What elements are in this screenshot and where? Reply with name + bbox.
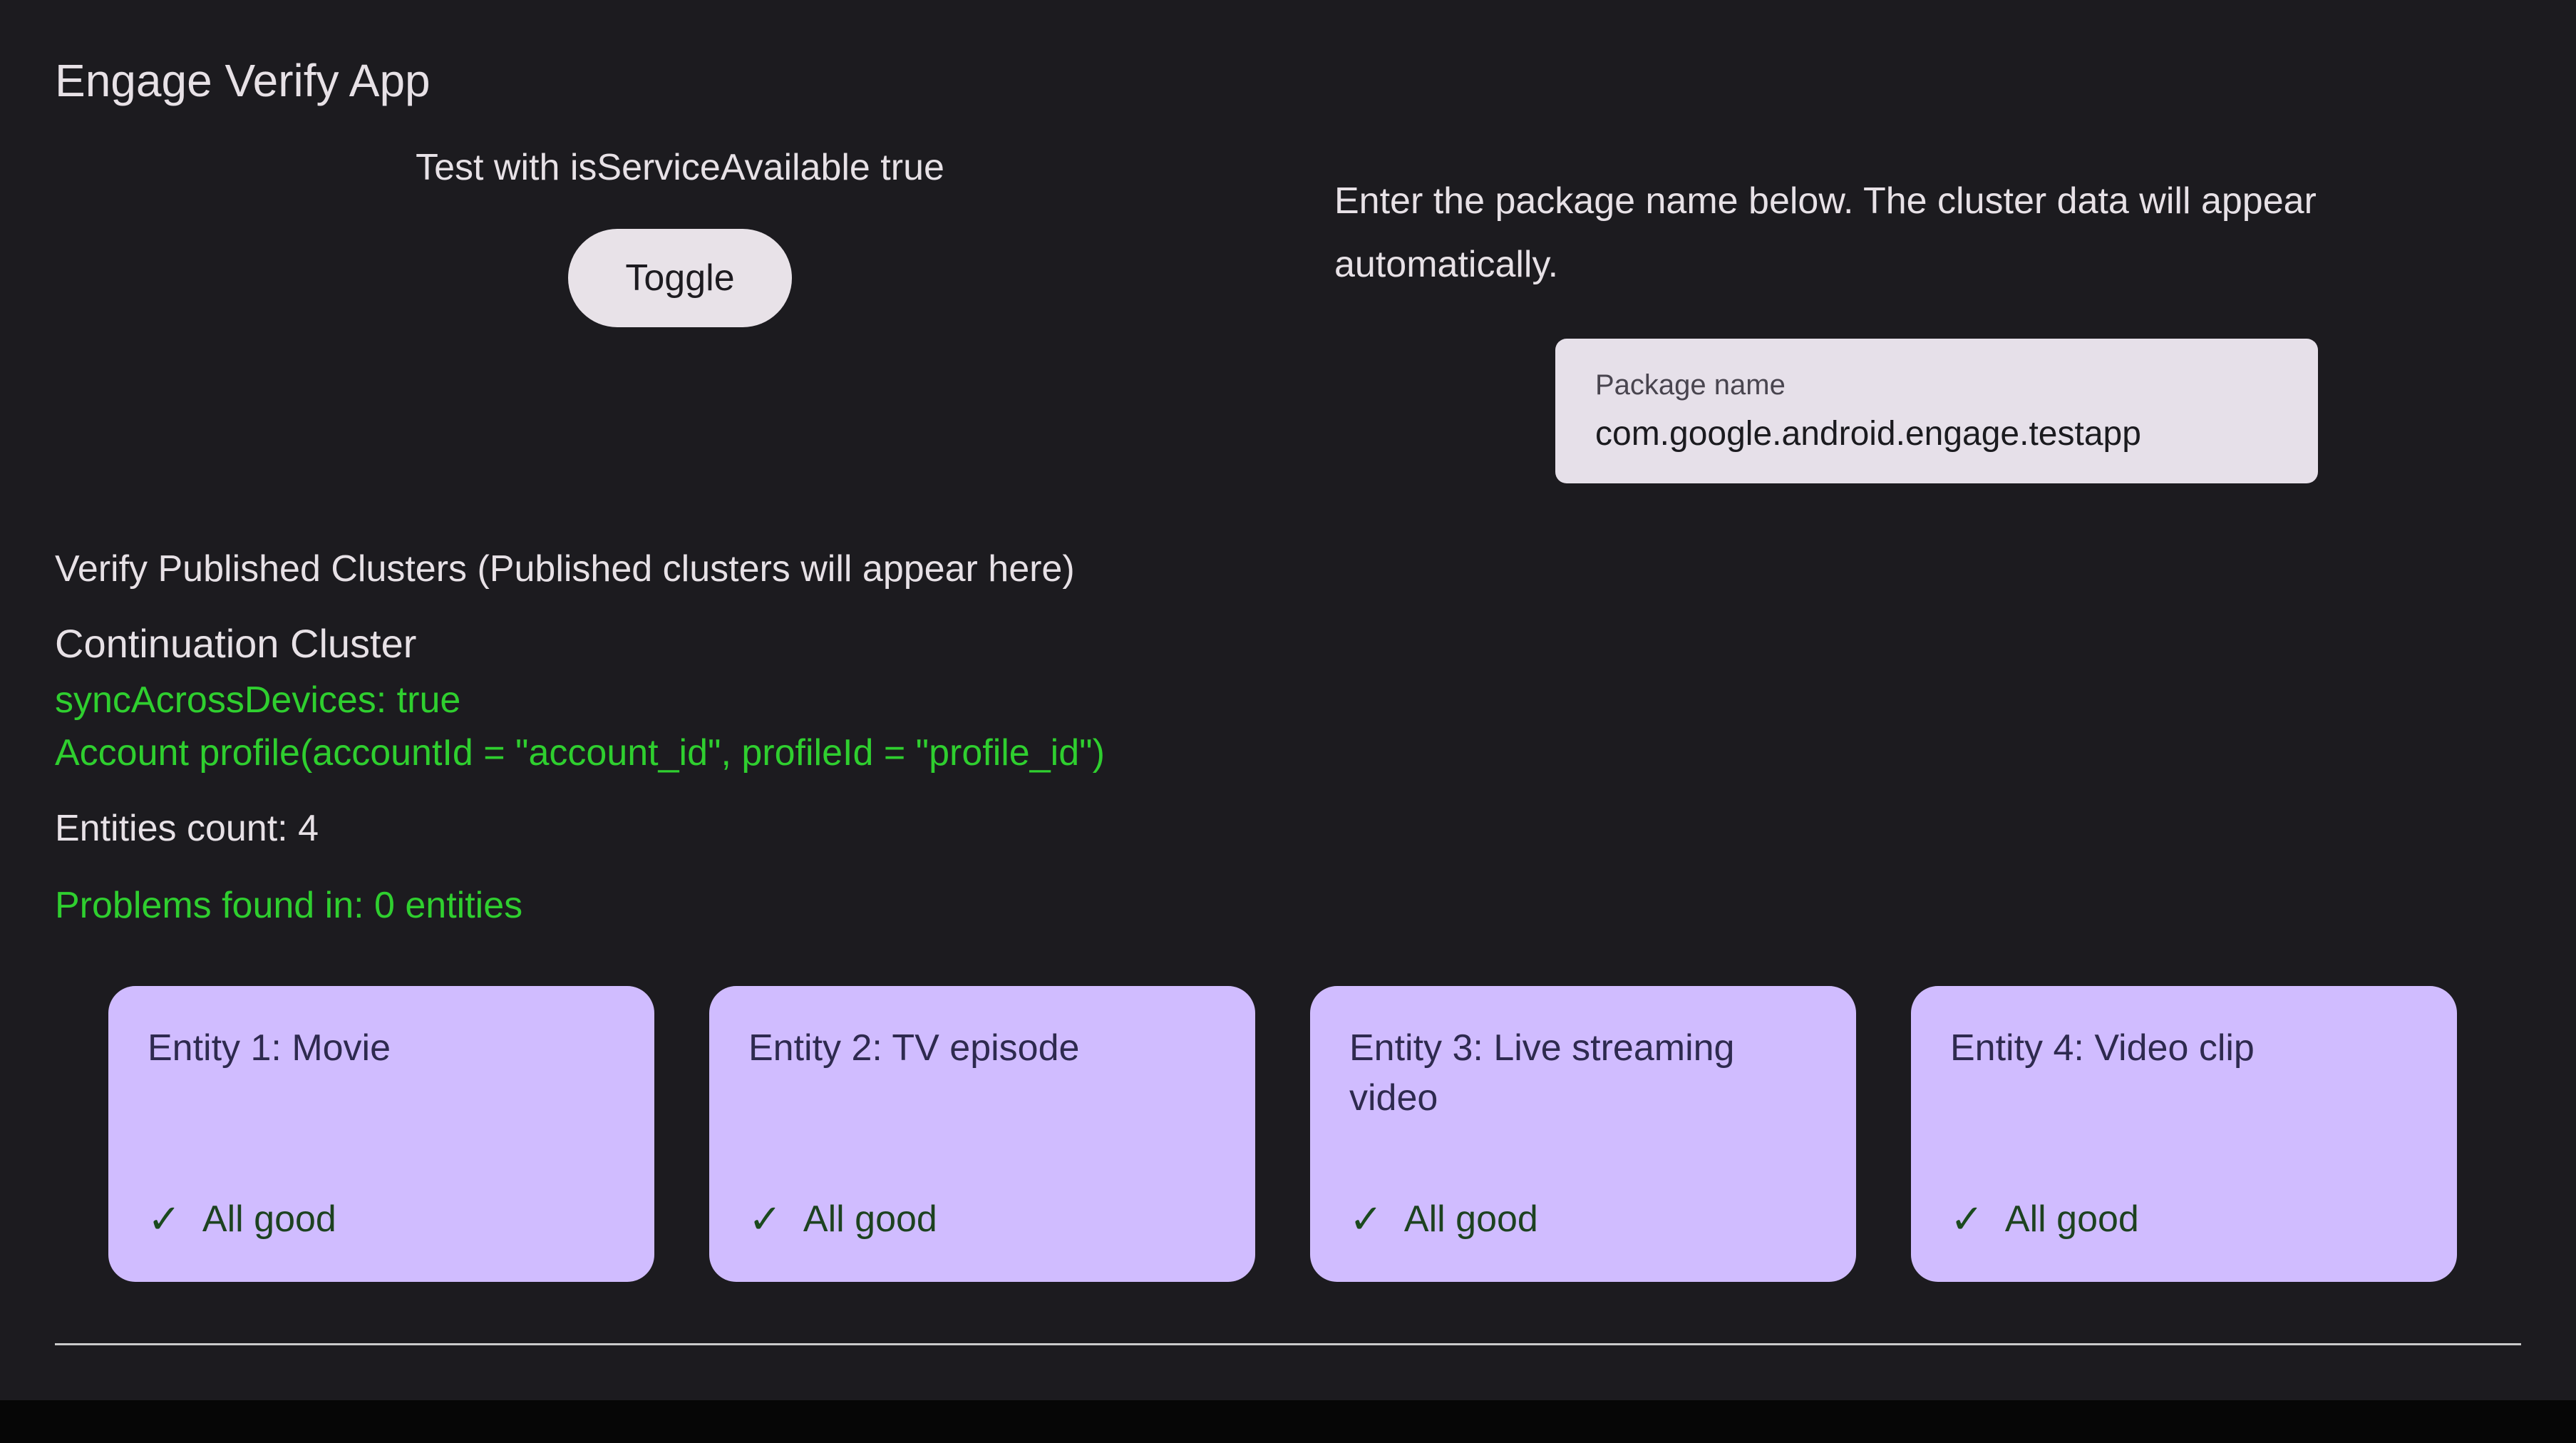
entity-card-status: ✓ All good — [1349, 1198, 1817, 1241]
entity-card-status: ✓ All good — [748, 1198, 1216, 1241]
entities-count: Entities count: 4 — [55, 808, 319, 849]
entity-card-title: Entity 1: Movie — [148, 1027, 391, 1069]
bottom-system-bar — [0, 1400, 2576, 1443]
toggle-button[interactable]: Toggle — [568, 229, 792, 327]
entity-card-title: Entity 3: Live streaming video — [1349, 1027, 1735, 1119]
package-name-input[interactable]: Package name com.google.android.engage.t… — [1555, 339, 2318, 483]
package-name-value: com.google.android.engage.testapp — [1595, 414, 2141, 453]
problems-found-line: Problems found in: 0 entities — [55, 885, 523, 926]
entity-card-status-text: All good — [2004, 1198, 2139, 1240]
divider — [55, 1343, 2521, 1345]
entity-cards-row: Entity 1: Movie ✓ All good Entity 2: TV … — [108, 986, 2457, 1282]
continuation-cluster-title: Continuation Cluster — [55, 621, 417, 666]
entity-card-title: Entity 4: Video clip — [1950, 1027, 2255, 1069]
service-available-label: Test with isServiceAvailable true — [416, 147, 944, 188]
package-name-label: Package name — [1595, 369, 1786, 401]
entity-card: Entity 2: TV episode ✓ All good — [709, 986, 1255, 1282]
check-icon: ✓ — [148, 1196, 181, 1241]
entity-card-status-text: All good — [202, 1198, 336, 1240]
check-icon: ✓ — [748, 1196, 782, 1241]
entity-card: Entity 1: Movie ✓ All good — [108, 986, 654, 1282]
app-title: Engage Verify App — [55, 55, 431, 106]
entity-card-status-text: All good — [803, 1198, 937, 1240]
entity-card: Entity 3: Live streaming video ✓ All goo… — [1310, 986, 1856, 1282]
service-availability-section: Test with isServiceAvailable true Toggle — [299, 146, 1061, 327]
verify-clusters-section-title: Verify Published Clusters (Published clu… — [55, 548, 1075, 590]
check-icon: ✓ — [1950, 1196, 1984, 1241]
account-profile-line: Account profile(accountId = "account_id"… — [55, 732, 1105, 774]
check-icon: ✓ — [1349, 1196, 1383, 1241]
entity-card-status: ✓ All good — [148, 1198, 615, 1241]
entity-card-title: Entity 2: TV episode — [748, 1027, 1080, 1069]
entity-card-status: ✓ All good — [1950, 1198, 2418, 1241]
package-instructions: Enter the package name below. The cluste… — [1334, 180, 2317, 286]
entity-card-status-text: All good — [1403, 1198, 1538, 1240]
entity-card: Entity 4: Video clip ✓ All good — [1911, 986, 2457, 1282]
sync-across-devices-line: syncAcrossDevices: true — [55, 679, 461, 721]
